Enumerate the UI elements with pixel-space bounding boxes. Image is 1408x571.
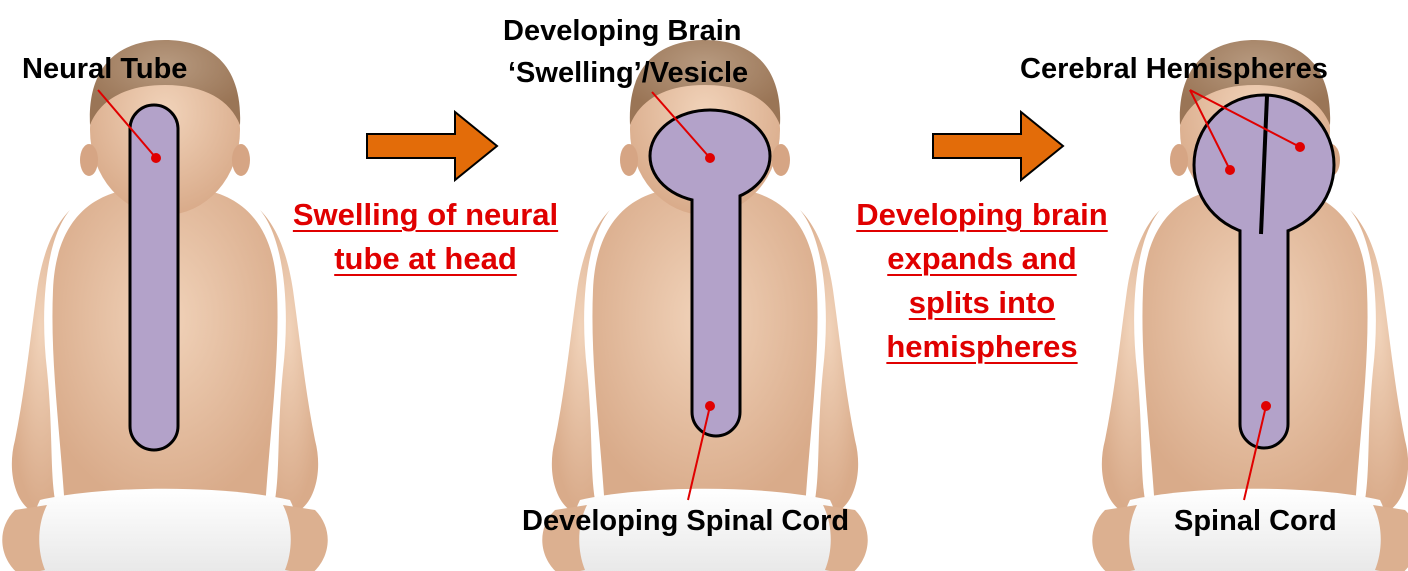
- caption-line: Swelling of neural: [292, 197, 559, 232]
- caption-line: hemispheres: [886, 329, 1078, 364]
- pointer-dot-developing-spinal-cord: [705, 401, 715, 411]
- label-developing-brain: Developing Brain: [503, 15, 742, 47]
- label-cerebral-hemispheres: Cerebral Hemispheres: [1020, 53, 1328, 85]
- pointer-line-neural-tube: [97, 89, 157, 159]
- spinal-cord-shape: [1238, 222, 1290, 450]
- pointer-dot-right-hemisphere: [1295, 142, 1305, 152]
- pointer-dot-neural-tube: [151, 153, 161, 163]
- caption-transition-1: Swelling of neural tube at head: [258, 193, 593, 281]
- developing-spinal-cord-shape: [690, 190, 742, 438]
- pointer-dot-brain-vesicle: [705, 153, 715, 163]
- label-spinal-cord: Spinal Cord: [1174, 505, 1337, 537]
- caption-line: tube at head: [334, 241, 517, 276]
- caption-transition-2: Developing brain expands and splits into…: [822, 193, 1142, 369]
- orange-arrow-icon: [366, 111, 498, 181]
- pointer-line-spinal-cord: [1243, 405, 1267, 501]
- hemisphere-divider: [1259, 95, 1269, 235]
- neural-tube-shape: [128, 103, 180, 452]
- pointer-line-brain-vesicle: [651, 91, 711, 159]
- pointer-dot-spinal-cord: [1261, 401, 1271, 411]
- pointer-line-developing-spinal-cord: [687, 405, 711, 501]
- orange-arrow-icon: [932, 111, 1064, 181]
- pointer-dot-left-hemisphere: [1225, 165, 1235, 175]
- label-developing-spinal-cord: Developing Spinal Cord: [522, 505, 850, 537]
- caption-line: splits into: [908, 285, 1056, 320]
- pointer-line-right-hemisphere: [1189, 89, 1301, 148]
- caption-line: expands and: [887, 241, 1077, 276]
- label-neural-tube: Neural Tube: [22, 53, 188, 85]
- caption-line: Developing brain: [856, 197, 1108, 232]
- pointer-line-left-hemisphere: [1189, 89, 1231, 171]
- label-swelling-vesicle: ‘Swelling’/Vesicle: [508, 57, 749, 89]
